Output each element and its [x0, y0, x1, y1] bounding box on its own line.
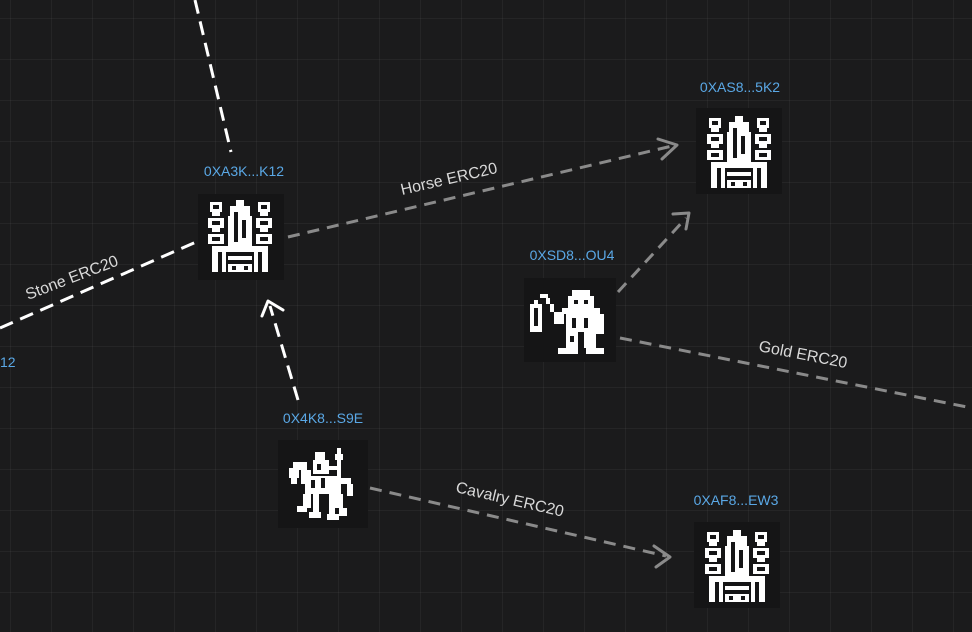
node-address: 0X4K8...S9E [283, 410, 363, 426]
node-offscreen-left[interactable]: 12 [0, 354, 16, 370]
edge-sd8-to-as8[interactable] [616, 216, 688, 294]
edge-labels: Stone ERC20 Horse ERC20 Gold ERC20 Caval… [23, 160, 848, 521]
node-as8[interactable]: 0XAS8...5K2 [696, 79, 782, 194]
edge-stone-erc20[interactable] [0, 240, 197, 330]
node-address: 0XSD8...OU4 [530, 247, 615, 263]
node-a3k[interactable]: 0XA3K...K12 [198, 163, 284, 280]
node-address: 0XAF8...EW3 [694, 492, 779, 508]
node-4k8[interactable]: 0X4K8...S9E [278, 410, 368, 528]
arrowhead-sd8-as8 [671, 211, 691, 231]
node-sd8[interactable]: 0XSD8...OU4 [524, 247, 616, 362]
edges [0, 0, 972, 569]
node-address: 12 [0, 354, 16, 370]
edge-cavalry-erc20[interactable] [369, 486, 667, 558]
node-af8[interactable]: 0XAF8...EW3 [694, 492, 780, 608]
edge-top-to-a3k[interactable] [193, 0, 233, 153]
edge-label-gold: Gold ERC20 [757, 338, 849, 372]
node-address: 0XA3K...K12 [204, 163, 284, 179]
arrowhead-horse [656, 137, 679, 161]
edge-4k8-to-a3k[interactable] [268, 305, 300, 401]
arrowhead-cavalry [652, 544, 672, 569]
edge-horse-erc20[interactable] [287, 144, 673, 239]
node-address: 0XAS8...5K2 [700, 79, 780, 95]
arrowhead-4k8-a3k [260, 299, 285, 318]
edge-label-horse: Horse ERC20 [399, 160, 499, 199]
edge-label-cavalry: Cavalry ERC20 [454, 479, 565, 520]
